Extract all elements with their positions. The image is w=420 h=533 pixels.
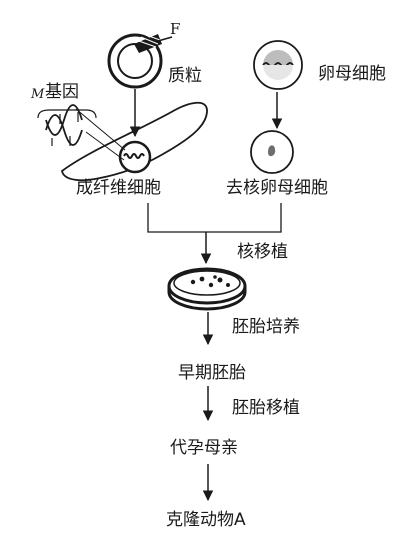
gene-label: 基因 xyxy=(45,82,79,102)
f-gene-marker xyxy=(134,34,173,53)
fibroblast-label: 成纤维细胞 xyxy=(76,178,161,198)
enucleated-oocyte-label: 去核卵母细胞 xyxy=(226,178,328,198)
merge-bracket-line xyxy=(147,203,282,233)
enucleated-oocyte-icon xyxy=(250,130,294,174)
m-gene-dna-icon xyxy=(37,104,126,161)
f-marker-label: F xyxy=(170,20,181,38)
embryo-culture-label: 胚胎培养 xyxy=(232,317,300,337)
early-embryo-label: 早期胚胎 xyxy=(178,363,246,383)
oocyte-label: 卵母细胞 xyxy=(318,64,386,84)
m-letter-label: M xyxy=(31,87,45,102)
surrogate-mother-label: 代孕母亲 xyxy=(170,438,238,458)
embryo-transfer-label: 胚胎移植 xyxy=(232,398,300,418)
nuclear-transfer-label: 核移植 xyxy=(237,242,288,262)
cloned-animal-label: 克隆动物A xyxy=(166,510,246,530)
oocyte-icon xyxy=(253,40,303,90)
plasmid-label: 质粒 xyxy=(168,66,202,86)
petri-dish-icon xyxy=(167,267,247,311)
